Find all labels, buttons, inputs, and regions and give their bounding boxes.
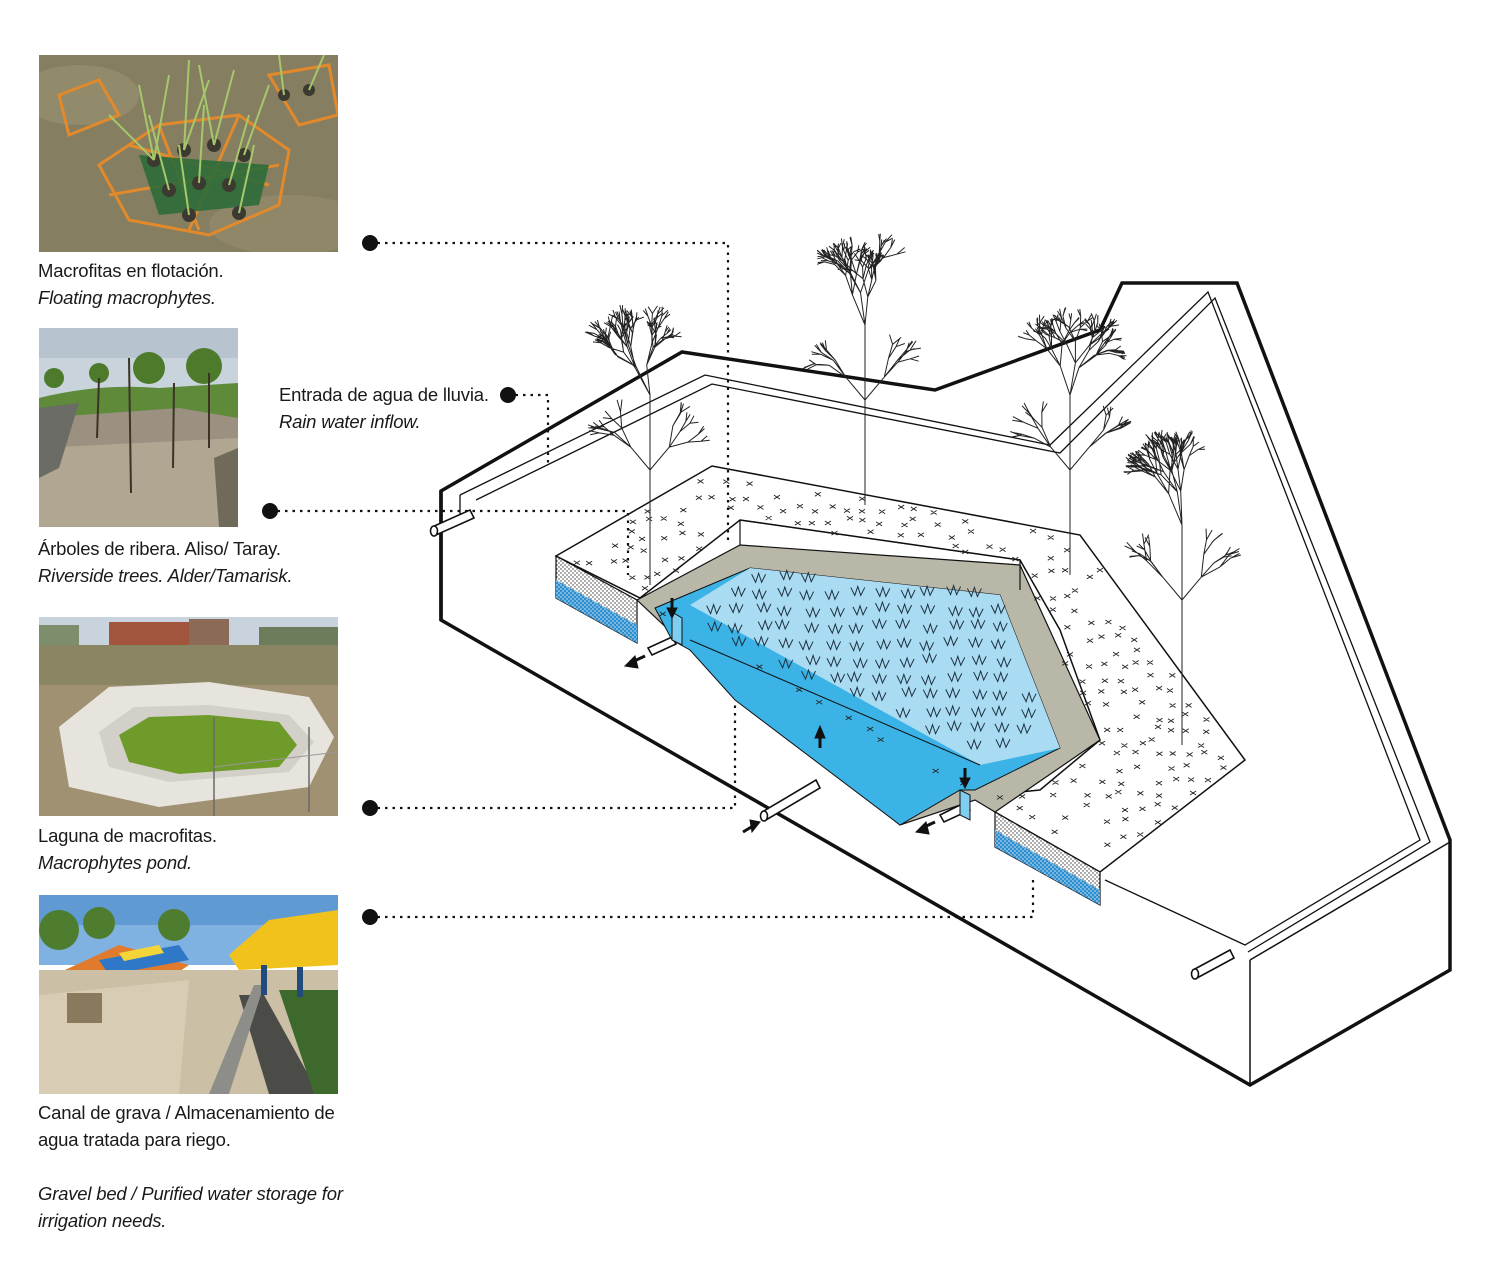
- caption-en: Macrophytes pond.: [38, 852, 192, 873]
- floating-macrophytes-photo: [39, 55, 338, 252]
- caption-macrophytes-pond: Laguna de macrofitas. Macrophytes pond.: [38, 822, 217, 876]
- tree-1: [584, 304, 710, 585]
- caption-es: Árboles de ribera. Aliso/ Taray.: [38, 538, 281, 559]
- caption-en: Floating macrophytes.: [38, 287, 216, 308]
- riverside-trees-photo: [39, 328, 238, 527]
- gravel-bed-photo: [39, 895, 338, 1094]
- caption-es: Macrofitas en flotación.: [38, 260, 224, 281]
- caption-gravel-bed: Canal de grava / Almacenamiento de agua …: [38, 1099, 343, 1234]
- caption-en: Rain water inflow.: [279, 411, 421, 432]
- leader-dot: [500, 387, 516, 403]
- caption-floating-macrophytes: Macrofitas en flotación. Floating macrop…: [38, 257, 224, 311]
- leader-dot: [362, 800, 378, 816]
- caption-rain-inflow: Entrada de agua de lluvia. Rain water in…: [279, 381, 489, 435]
- caption-en-line2: irrigation needs.: [38, 1210, 167, 1231]
- caption-en-line1: Gravel bed / Purified water storage for: [38, 1183, 343, 1204]
- leader-dot: [262, 503, 278, 519]
- tree-2: [802, 233, 921, 505]
- leader-dot: [362, 235, 378, 251]
- caption-es: Laguna de macrofitas.: [38, 825, 217, 846]
- pipes: [429, 508, 1236, 980]
- reed-field: [706, 568, 1037, 751]
- caption-es: Entrada de agua de lluvia.: [279, 384, 489, 405]
- gravel-band: [554, 465, 1247, 907]
- trees: [584, 233, 1242, 745]
- tree-3: [1010, 307, 1132, 575]
- leader-lines: [270, 241, 1035, 919]
- leader-dot: [362, 909, 378, 925]
- caption-es-line2: agua tratada para riego.: [38, 1129, 231, 1150]
- shrub-field: [573, 479, 1227, 848]
- reed-marks: [706, 568, 1037, 751]
- shrub-marks: [573, 479, 1227, 848]
- pond: [635, 519, 1101, 826]
- flow-arrows: [623, 598, 971, 835]
- caption-es-line1: Canal de grava / Almacenamiento de: [38, 1102, 335, 1123]
- tree-4: [1123, 429, 1242, 745]
- caption-en: Riverside trees. Alder/Tamarisk.: [38, 565, 293, 586]
- caption-riverside-trees: Árboles de ribera. Aliso/ Taray. Riversi…: [38, 535, 293, 589]
- leader-dots: [262, 235, 516, 925]
- macrophytes-pond-photo: [39, 617, 338, 816]
